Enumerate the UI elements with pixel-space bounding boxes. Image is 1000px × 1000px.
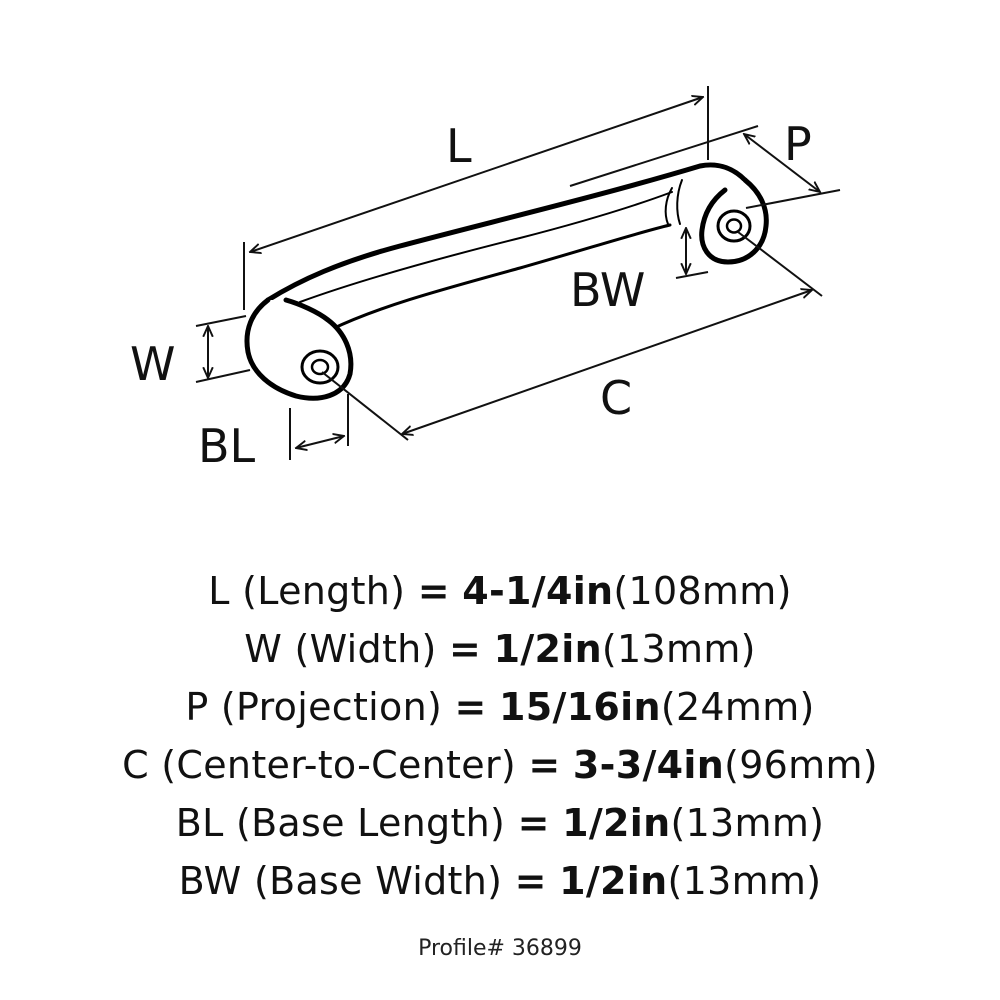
dim-label-P: P [784, 117, 812, 171]
spec-imperial: 1/2in [493, 627, 602, 671]
spec-imperial: 1/2in [562, 801, 671, 845]
spec-metric: (13mm) [601, 627, 756, 671]
spec-description: (Projection) [220, 685, 443, 729]
spec-equals: = [517, 801, 550, 845]
spec-line-width: W (Width) = 1/2in(13mm) [0, 620, 1000, 678]
spec-line-length: L (Length) = 4-1/4in(108mm) [0, 562, 1000, 620]
spec-equals: = [528, 743, 561, 787]
spec-equals: = [454, 685, 487, 729]
spec-line-projection: P (Projection) = 15/16in(24mm) [0, 678, 1000, 736]
spec-imperial: 15/16in [499, 685, 661, 729]
spec-code: W [244, 627, 283, 671]
spec-metric: (13mm) [670, 801, 825, 845]
dim-label-C: C [600, 371, 632, 425]
spec-code: L [208, 569, 230, 613]
dim-label-BL: BL [198, 419, 256, 473]
spec-description: (Width) [294, 627, 437, 671]
dim-label-BW: BW [570, 263, 645, 317]
spec-line-base-width: BW (Base Width) = 1/2in(13mm) [0, 852, 1000, 910]
dimension-lines [195, 86, 841, 460]
spec-metric: (108mm) [613, 569, 792, 613]
spec-code: P [185, 685, 209, 729]
spec-description: (Base Width) [253, 859, 503, 903]
spec-imperial: 3-3/4in [572, 743, 725, 787]
spec-equals: = [514, 859, 547, 903]
spec-imperial: 4-1/4in [462, 569, 614, 613]
spec-line-base-length: BL (Base Length) = 1/2in(13mm) [0, 794, 1000, 852]
handle-bar [265, 162, 748, 303]
spec-equals: = [417, 569, 450, 613]
profile-number: Profile# 36899 [418, 936, 582, 961]
spec-equals: = [449, 627, 482, 671]
dim-label-W: W [130, 337, 175, 391]
spec-metric: (13mm) [667, 859, 822, 903]
spec-code: BW [178, 859, 242, 903]
dim-label-L: L [446, 119, 472, 173]
spec-line-center-to-center: C (Center-to-Center) = 3-3/4in(96mm) [0, 736, 1000, 794]
handle-dimension-diagram: L P BW W C BL [130, 86, 841, 473]
spec-imperial: 1/2in [559, 859, 668, 903]
spec-description: (Base Length) [235, 801, 506, 845]
spec-code: BL [175, 801, 224, 845]
spec-metric: (96mm) [724, 743, 878, 787]
spec-description: (Length) [242, 569, 406, 613]
spec-code: C [122, 743, 149, 787]
spec-metric: (24mm) [660, 685, 815, 729]
specification-list: L (Length) = 4-1/4in(108mm) W (Width) = … [0, 562, 1000, 910]
spec-description: (Center-to-Center) [161, 743, 516, 787]
handle-drawing [244, 162, 769, 401]
